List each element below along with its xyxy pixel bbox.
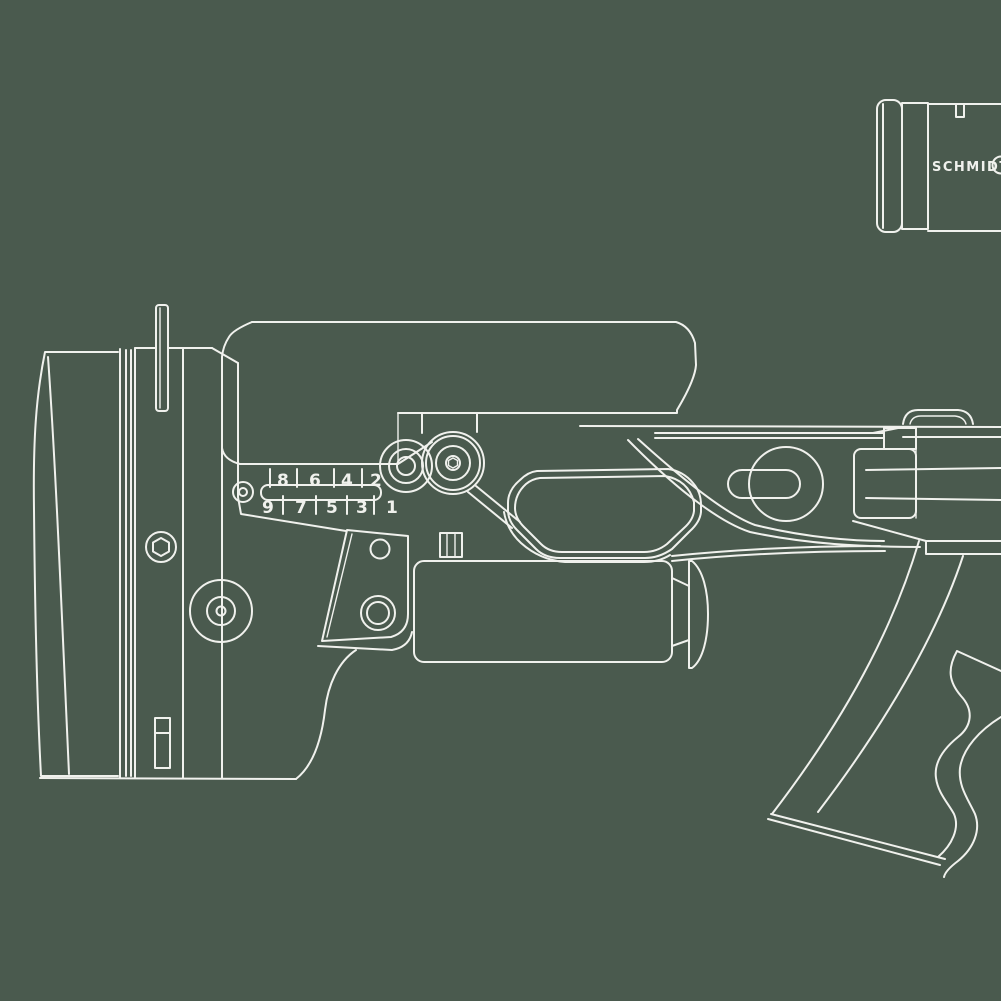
bracket-lower-line [317, 631, 413, 651]
pistol-grip [767, 540, 1001, 878]
rail-hump-outer [902, 409, 974, 425]
bracket-hole-small [369, 538, 391, 560]
elevation-scale-plate: 8 6 4 2 9 7 5 3 1 [232, 362, 398, 532]
large-knob-mid [435, 445, 471, 481]
scale-number: 3 [356, 498, 368, 518]
window-left-brace [467, 485, 521, 529]
hinge-lower-lines [852, 520, 1001, 555]
band-upper-edge [637, 438, 885, 542]
scale-number: 7 [295, 498, 307, 518]
knurled-cylinder [413, 560, 673, 663]
scale-top-ticks [269, 468, 363, 488]
frame-rear-bottom-curve [295, 649, 357, 780]
large-knob-ring [425, 435, 481, 491]
stock-bottom-edge-2 [671, 550, 886, 562]
scale-screw-outer [232, 481, 254, 503]
upper-rail [579, 425, 1001, 439]
lever-wheel [748, 446, 824, 522]
frame-bottom-edge [39, 777, 297, 780]
lightening-window [467, 468, 702, 563]
grip-finger-grooves-rear [943, 716, 1001, 878]
bracket-left-inner-line [326, 533, 353, 638]
scale-plate-edge [237, 362, 347, 532]
buttpad-outline [32, 351, 119, 777]
lever-handle [727, 469, 801, 499]
cheek-rest [221, 321, 697, 465]
butt-frame [39, 304, 357, 780]
stock-knob-outer [189, 579, 253, 643]
cheek-riser-rod [155, 304, 169, 412]
scale-number: 9 [262, 498, 274, 518]
bracket-plate [317, 529, 463, 651]
small-knob-center [396, 456, 416, 476]
end-cap-connectors [671, 577, 690, 647]
hex-screw-outer [145, 531, 177, 563]
riser-rod-lower-clamp [154, 717, 171, 769]
scale-bottom-ticks [282, 495, 375, 515]
eyepiece-ring [876, 99, 903, 233]
stock-knob-mid [206, 596, 236, 626]
adjustment-slot [260, 484, 382, 501]
grip-base-edge-2 [767, 818, 941, 866]
scale-number: 2 [370, 471, 382, 491]
bracket-outline [321, 529, 409, 642]
hinge-block [883, 427, 917, 450]
scale-number: 4 [341, 471, 353, 491]
cheek-rest-left-outline [221, 321, 433, 465]
bracket-hole-large-outer [360, 595, 396, 631]
knurled-knob [413, 560, 709, 669]
eyepiece-collar [901, 102, 929, 230]
frame-top-chamfer [211, 347, 239, 364]
scale-number: 6 [309, 471, 321, 491]
scope-eyepiece: SCHMIDT [876, 99, 1001, 233]
grip-base-edge-1 [770, 813, 946, 860]
hinge-line-mid-1 [865, 467, 1001, 471]
knob-end-cap [688, 560, 709, 669]
scope-body-notch [955, 103, 965, 118]
grip-finger-grooves-front [934, 650, 1001, 858]
scale-number: 8 [277, 471, 289, 491]
scale-screw-inner [238, 487, 248, 497]
scope-brand-text: SCHMIDT [932, 160, 1001, 175]
rail-hump-inner [909, 415, 967, 425]
scale-number: 1 [386, 498, 398, 518]
frame-band [627, 438, 921, 562]
scope-brand-logo-icon [991, 155, 1001, 175]
small-knob-mid [388, 448, 424, 484]
window-inner-contour [514, 475, 695, 553]
grip-front-inner-line [817, 555, 964, 813]
adjustment-knobs [379, 431, 485, 495]
qd-lever [727, 446, 824, 522]
buttpad-inner-contour [47, 356, 70, 775]
receiver-hinge [852, 409, 1001, 555]
grip-front-edge [771, 540, 920, 815]
band-lower-edge [627, 439, 921, 548]
hex-screw-socket-icon [152, 537, 170, 557]
scale-bottom-row: 9 7 5 3 1 [262, 498, 398, 518]
small-knob-outer [379, 439, 433, 493]
rail-line-top [579, 425, 1001, 428]
buttpad [32, 347, 136, 779]
hinge-body [853, 448, 917, 519]
large-knob-center [445, 455, 461, 471]
large-knob-hex-socket-icon [447, 457, 459, 469]
large-knob-outer [421, 431, 485, 495]
stock-knob-center [215, 605, 227, 617]
window-frame-contour [503, 511, 671, 563]
monopod-clamp-tab [439, 532, 463, 558]
stock-bottom-edge-1 [671, 545, 881, 557]
scale-top-row: 8 6 4 2 [277, 471, 382, 491]
cheek-rest-upper-outline [251, 321, 697, 414]
hinge-line-mid-2 [865, 497, 1001, 501]
bracket-hole-large-inner [366, 601, 390, 625]
scale-number: 5 [326, 498, 338, 518]
